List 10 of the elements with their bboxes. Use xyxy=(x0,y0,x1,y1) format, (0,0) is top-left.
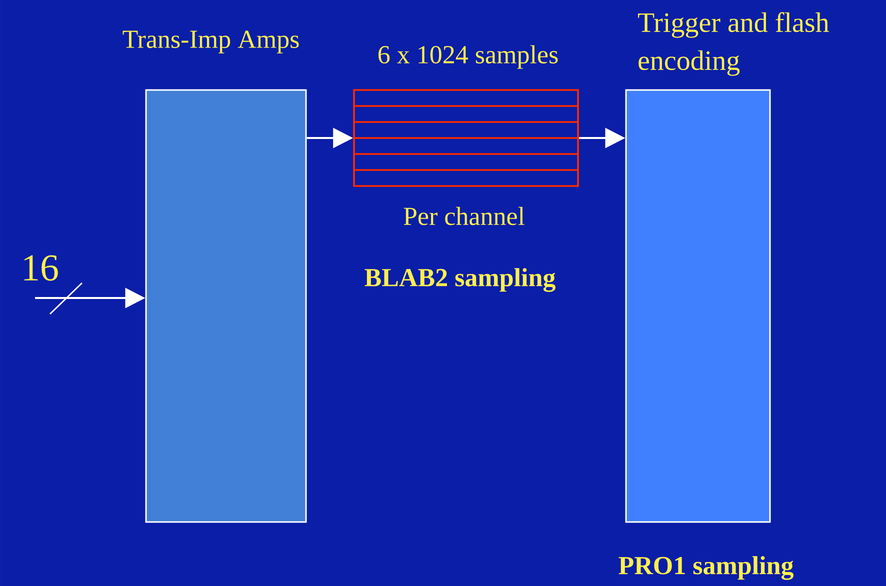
node-label: Trigger and flash encoding xyxy=(638,12,829,76)
node-label: PRO1 sampling xyxy=(618,556,794,580)
bus-width-label: 16 xyxy=(24,255,58,281)
node-label: 6 x 1024 samples xyxy=(378,45,558,69)
sample-buffer: 6 x 1024 samples xyxy=(353,45,579,187)
node-label: Trans-Imp Amps xyxy=(122,30,299,54)
encoder-box: Trigger and flash encoding xyxy=(625,12,829,523)
node-label: BLAB2 sampling xyxy=(364,268,556,292)
node-label: Per channel xyxy=(404,206,524,226)
amplifier-box: Trans-Imp Amps xyxy=(122,30,307,523)
